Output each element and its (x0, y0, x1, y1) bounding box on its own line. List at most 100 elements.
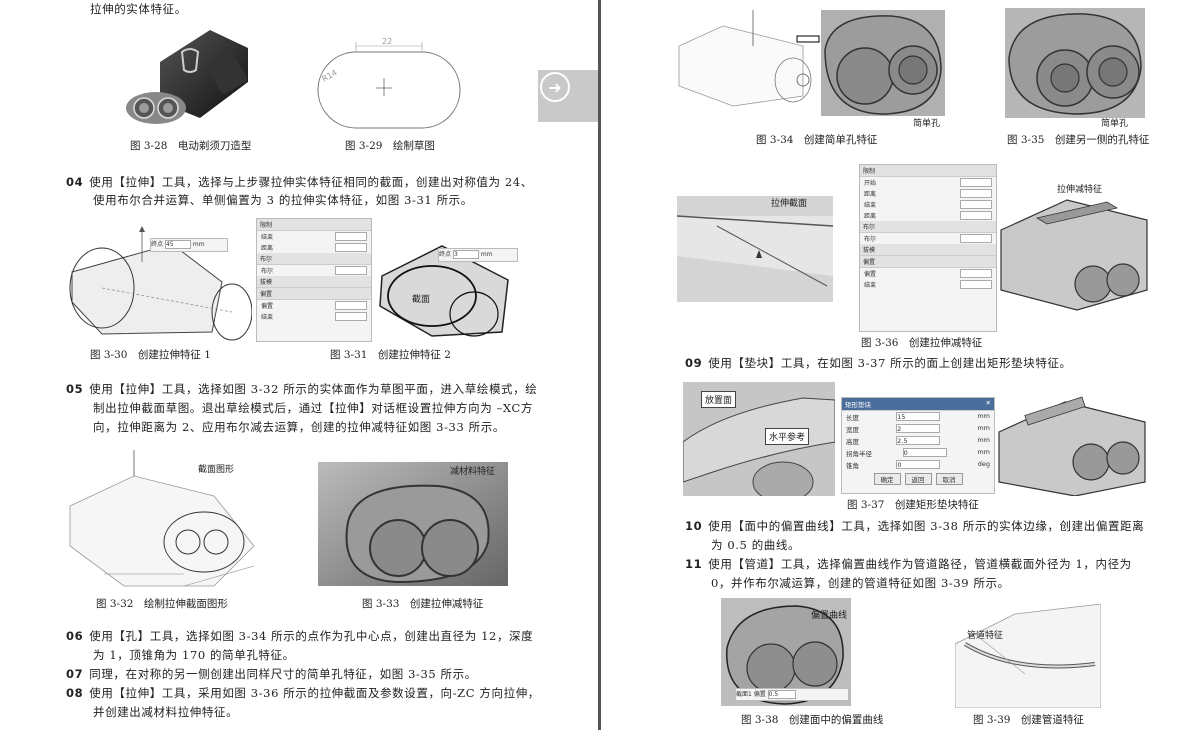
label-place-face: 放置面 (701, 391, 737, 408)
top-line: 拉伸的实体特征。 (90, 2, 187, 16)
step-11: 11 使用【管道】工具，选择偏置曲线作为管道路径，管道横截面外径为 1，内径为 (685, 555, 1132, 573)
step-text: 使用【管道】工具，选择偏置曲线作为管道路径，管道横截面外径为 1，内径为 (708, 557, 1132, 571)
step-number: 10 (685, 519, 703, 533)
pad-row-input[interactable]: 0 (896, 460, 941, 469)
dialog-row: 结束 (257, 311, 371, 322)
pad-placement-figure (683, 382, 835, 496)
end-distance-callout-2: 终点 3 mm (438, 248, 518, 262)
label-section: 截面 (412, 295, 431, 305)
right-page: 简单孔 图 3-34 创建简单孔特征 简单孔 图 3-35 创建另一侧的孔特征 … (601, 0, 1201, 730)
other-side-hole-figure (1005, 8, 1145, 118)
pad-row-unit: mm (977, 436, 990, 444)
close-icon[interactable]: ✕ (985, 399, 991, 407)
shaver-figure (120, 22, 260, 134)
dialog-section: 限制 (257, 219, 371, 231)
label-extrude-section: 拉伸截面 (771, 199, 808, 209)
offset-input-label: 截面1 偏置 (736, 691, 766, 698)
step-10: 10 使用【面中的偏置曲线】工具，选择如图 3-38 所示的实体边缘，创建出偏置距… (685, 517, 1144, 535)
caption-fig-3-37: 图 3-37 创建矩形垫块特征 (847, 499, 979, 511)
pad-row-label: 宽度 (846, 426, 859, 434)
page-gutter (598, 0, 601, 730)
label-extrude-reduce: 拉伸减特征 (1057, 185, 1103, 195)
step-text: 使用【拉伸】工具，采用如图 3-36 所示的拉伸截面及参数设置，向-ZC 方向拉… (89, 686, 540, 700)
dialog-row: 偏置 (257, 300, 371, 311)
pipe-feature-figure (955, 604, 1101, 708)
step-text: 使用【拉伸】工具，选择如图 3-32 所示的实体面作为草图平面，进入草绘模式，绘 (89, 382, 538, 396)
dialog-row: 距离 (860, 210, 996, 221)
caption-fig-3-35: 图 3-35 创建另一侧的孔特征 (1007, 134, 1150, 146)
step-number: 09 (685, 356, 703, 370)
caption-fig-3-29: 图 3-29 绘制草图 (345, 140, 435, 152)
dialog-row: 布尔 (860, 233, 996, 244)
extrude-reduce-figure (997, 180, 1149, 314)
offset-input-callout: 截面1 偏置 0.5 (735, 688, 849, 701)
step-06-line-2: 为 1，顶锥角为 170 的简单孔特征。 (93, 648, 295, 662)
dialog-section: 布尔 (860, 221, 996, 233)
label-simple-hole-1: 简单孔 (913, 119, 941, 129)
step-11-line-2: 0，并作布尔减运算，创建的管道特征如图 3-39 所示。 (711, 576, 1010, 590)
extrude-dialog: 限制 结束 距离 布尔 布尔 拔模 偏置 偏置 结束 (256, 218, 372, 342)
callout-input[interactable]: 3 (452, 250, 479, 259)
step-number: 11 (685, 557, 703, 571)
pad-result-figure (995, 382, 1147, 496)
step-08-line-2: 并创建出减材料拉伸特征。 (93, 705, 239, 719)
extrude-figure-2 (372, 236, 518, 342)
step-number: 07 (66, 667, 84, 681)
dialog-section: 布尔 (257, 253, 371, 265)
callout-input[interactable]: 45 (164, 240, 191, 249)
step-number: 08 (66, 686, 84, 700)
dialog-section: 限制 (860, 165, 996, 177)
label-simple-hole-2: 简单孔 (1101, 119, 1129, 129)
step-text: 使用【垫块】工具，在如图 3-37 所示的面上创建出矩形垫块特征。 (708, 356, 1072, 370)
sketch-dim-22: 22 (382, 37, 392, 46)
end-distance-callout: 终点 45 mm (150, 238, 228, 252)
step-10-line-2: 为 0.5 的曲线。 (711, 538, 801, 552)
reduce-material-figure (318, 462, 508, 586)
offset-input[interactable]: 0.5 (767, 690, 796, 699)
dialog-row: 结束 (860, 279, 996, 290)
pad-dialog-button[interactable]: 确定 (873, 473, 901, 485)
caption-fig-3-33: 图 3-33 创建拉伸减特征 (362, 598, 484, 610)
callout-label: 终点 (151, 241, 164, 248)
caption-fig-3-32: 图 3-32 绘制拉伸截面图形 (96, 598, 228, 610)
label-section-shape: 截面图形 (198, 465, 235, 475)
pad-row-unit: mm (977, 448, 990, 456)
step-text: 使用【面中的偏置曲线】工具，选择如图 3-38 所示的实体边缘，创建出偏置距离 (708, 519, 1145, 533)
step-05-line-2: 制出拉伸截面草图。退出草绘模式后，通过【拉伸】对话框设置拉伸方向为 –XC方 (93, 401, 533, 415)
label-offset-curve: 偏置曲线 (811, 611, 848, 621)
pad-row-input[interactable]: 2 (896, 424, 941, 433)
dialog-row: 距离 (860, 188, 996, 199)
extrude-reduce-dialog: 限制 开始 距离 结束 距离 布尔 布尔 拔模 偏置 偏置 结束 (859, 164, 997, 332)
caption-fig-3-30: 图 3-30 创建拉伸特征 1 (90, 349, 211, 361)
dialog-row: 结束 (860, 199, 996, 210)
pad-row-unit: deg (977, 460, 990, 468)
pad-row-input[interactable]: 0 (902, 448, 947, 457)
pad-row-unit: mm (977, 424, 990, 432)
pad-dialog-titlebar: 矩形垫块 ✕ (842, 398, 994, 411)
step-04-line-2: 使用布尔合并运算、单侧偏置为 3 的拉伸实体特征，如图 3-31 所示。 (93, 193, 473, 207)
pad-dialog-buttons: 确定返回取消 (842, 473, 994, 485)
pad-dialog-row: 拐角半径 0 mm (842, 447, 994, 459)
pad-row-input[interactable]: 15 (896, 412, 941, 421)
pad-row-label: 拐角半径 (846, 450, 872, 458)
step-05-line-3: 向，拉伸距离为 2、应用布尔减去运算，创建的拉伸减特征如图 3-33 所示。 (93, 420, 505, 434)
pad-row-input[interactable]: 2.5 (896, 436, 941, 445)
step-number: 06 (66, 629, 84, 643)
label-horizontal-ref: 水平参考 (765, 428, 810, 445)
pad-row-label: 高度 (846, 438, 859, 446)
pad-dialog-row: 高度 2.5 mm (842, 435, 994, 447)
pad-row-unit: mm (977, 412, 990, 420)
pad-dialog-row: 宽度 2 mm (842, 423, 994, 435)
pad-dialog-button[interactable]: 取消 (935, 473, 963, 485)
pad-dialog-button[interactable]: 返回 (904, 473, 932, 485)
pad-dialog-title: 矩形垫块 (845, 401, 871, 409)
dialog-section: 拔模 (257, 276, 371, 288)
caption-fig-3-38: 图 3-38 创建面中的偏置曲线 (741, 714, 884, 726)
step-number: 04 (66, 175, 84, 189)
dialog-row: 布尔 (257, 265, 371, 276)
